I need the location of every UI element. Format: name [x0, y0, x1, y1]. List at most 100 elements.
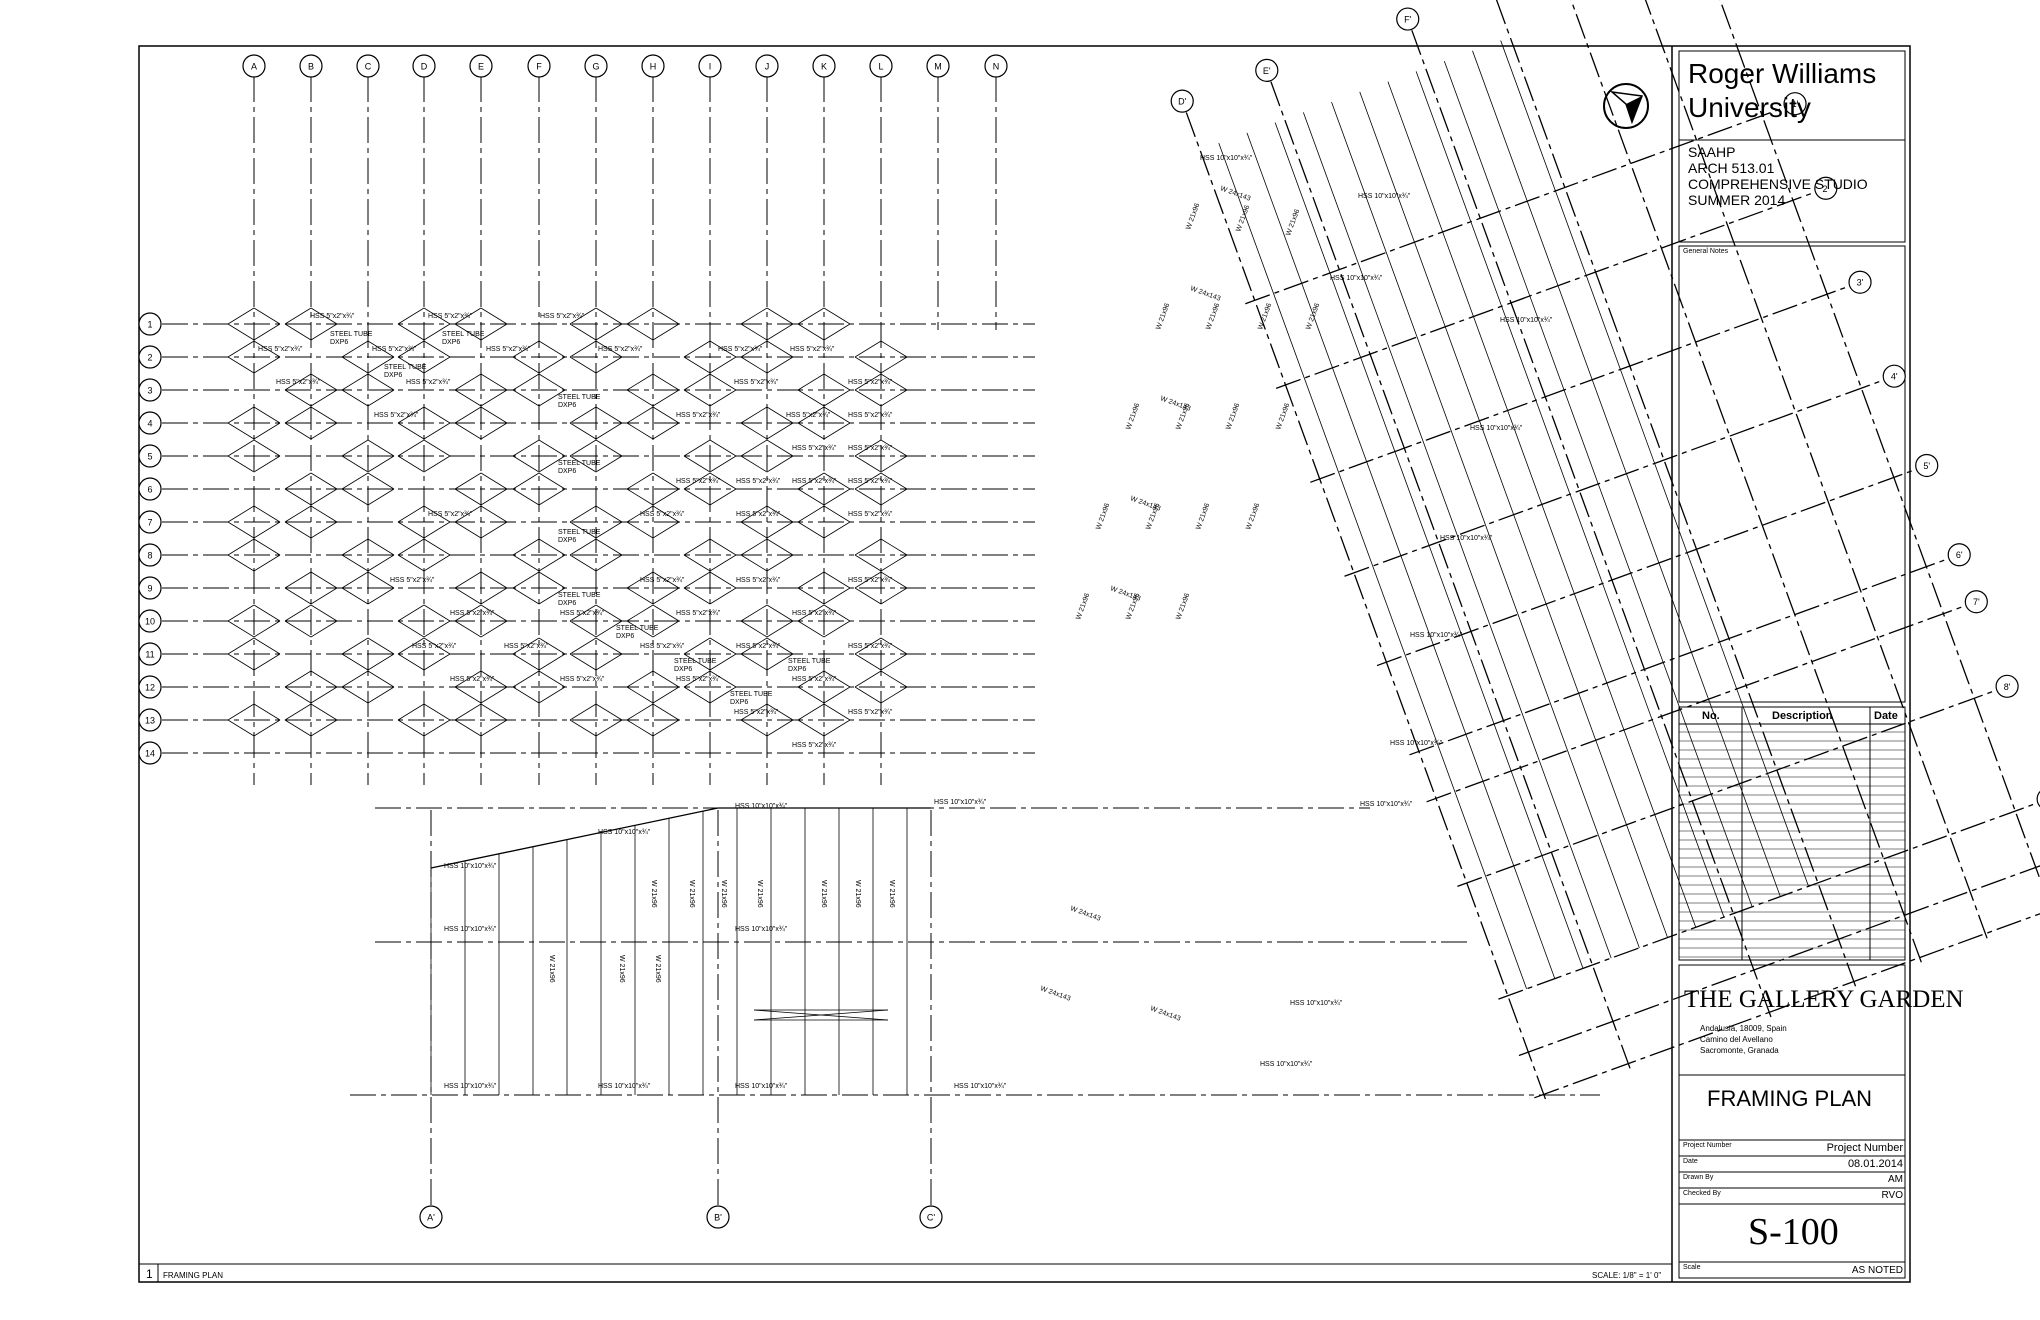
revision-header-date: Date	[1874, 710, 1898, 722]
sloped-beam	[430, 807, 719, 869]
steel-tube-label: STEEL TUBE	[330, 331, 373, 338]
brace	[423, 554, 451, 572]
hss-5x2-label: HSS 5"x2"x¾"	[390, 577, 435, 584]
brace	[227, 719, 255, 737]
drawn-by-value: AM	[1888, 1174, 1903, 1185]
hss-5x2-label: HSS 5"x2"x¾"	[676, 610, 721, 617]
brace	[652, 670, 680, 688]
brace	[341, 686, 369, 704]
brace	[880, 538, 908, 556]
grid-bubble-L-circle	[869, 54, 893, 78]
project-address-line1: Andalusia, 18009, Spain	[1700, 1024, 1787, 1033]
brace	[227, 653, 255, 671]
brace	[480, 472, 508, 490]
hss-5x2-label: HSS 5"x2"x¾"	[450, 610, 495, 617]
brace	[740, 620, 768, 638]
brace	[310, 472, 338, 490]
brace	[569, 340, 597, 358]
brace	[367, 389, 395, 407]
brace	[823, 571, 851, 589]
brace	[797, 472, 825, 490]
brace	[797, 422, 825, 440]
brace	[284, 373, 312, 391]
brace	[652, 307, 680, 325]
brace	[683, 472, 711, 490]
project-address-line3: Sacromonte, Granada	[1700, 1046, 1779, 1055]
rotated-grid-line-row-2'	[1275, 192, 1812, 389]
brace	[854, 554, 882, 572]
grid-bubble-K: K	[821, 62, 827, 72]
brace	[595, 521, 623, 539]
brace	[683, 554, 711, 572]
rotated-joist	[1500, 40, 1809, 887]
rotated-grid-line-D'	[1185, 112, 1547, 1100]
brace	[766, 439, 794, 457]
brace	[880, 587, 908, 605]
brace	[284, 703, 312, 721]
brace	[740, 653, 768, 671]
grid-bubble-row-9: 9	[147, 584, 152, 594]
brace	[823, 422, 851, 440]
brace	[423, 538, 451, 556]
brace	[480, 323, 508, 341]
university-name-line1: Roger Williams	[1688, 58, 1877, 89]
rotated-grid-line-E'	[1270, 81, 1631, 1069]
rotated-joist	[1415, 71, 1725, 918]
brace	[797, 620, 825, 638]
brace	[709, 488, 737, 506]
course-box	[1678, 139, 1906, 243]
rotated-joist	[1472, 50, 1781, 897]
brace	[595, 604, 623, 622]
rotated-grid-bubble-row-7'-circle	[1964, 590, 1988, 614]
brace	[253, 703, 281, 721]
brace	[512, 389, 540, 407]
brace	[683, 455, 711, 473]
brace	[626, 521, 654, 539]
brace	[652, 571, 680, 589]
grid-bubble-E-circle	[469, 54, 493, 78]
dxp6-label: DXP6	[442, 339, 460, 346]
steel-tube-label: STEEL TUBE	[442, 331, 485, 338]
rotated-joist	[1443, 60, 1753, 907]
rotated-grid-bubble-F': F'	[1404, 15, 1411, 25]
brace	[227, 422, 255, 440]
grid-bubble-row-9-circle	[138, 576, 162, 600]
brace	[454, 422, 482, 440]
brace	[823, 604, 851, 622]
w21x96-label: W 21x96	[1125, 402, 1141, 430]
brace	[512, 472, 540, 490]
brace	[595, 719, 623, 737]
brace	[480, 406, 508, 424]
brace	[626, 703, 654, 721]
brace	[480, 686, 508, 704]
brace	[341, 538, 369, 556]
grid-bubble-row-2: 2	[147, 353, 152, 363]
hss-5x2-label: HSS 5"x2"x¾"	[310, 313, 355, 320]
hss-10x10-label: HSS 10"x10"x¾"	[1290, 1000, 1343, 1007]
brace	[512, 356, 540, 374]
brace	[626, 587, 654, 605]
brace	[652, 323, 680, 341]
brace	[880, 356, 908, 374]
brace	[823, 323, 851, 341]
rotated-joist	[1274, 122, 1584, 969]
brace	[423, 521, 451, 539]
brace	[683, 670, 711, 688]
brace	[454, 505, 482, 523]
w21x96-label: W 21x96	[1305, 302, 1321, 330]
brace	[310, 719, 338, 737]
hss-10x10-label: HSS 10"x10"x¾"	[598, 829, 651, 836]
brace	[227, 521, 255, 539]
grid-bubble-row-2-circle	[138, 345, 162, 369]
brace	[709, 587, 737, 605]
steel-tube-label: STEEL TUBE	[558, 529, 601, 536]
brace	[683, 653, 711, 671]
brace	[397, 719, 425, 737]
hss-5x2-label: HSS 5"x2"x¾"	[504, 643, 549, 650]
brace	[709, 670, 737, 688]
brace	[766, 356, 794, 374]
brace	[569, 307, 597, 325]
brace	[512, 439, 540, 457]
rotated-grid-bubble-row-2'-circle	[1814, 176, 1838, 200]
brace	[341, 571, 369, 589]
